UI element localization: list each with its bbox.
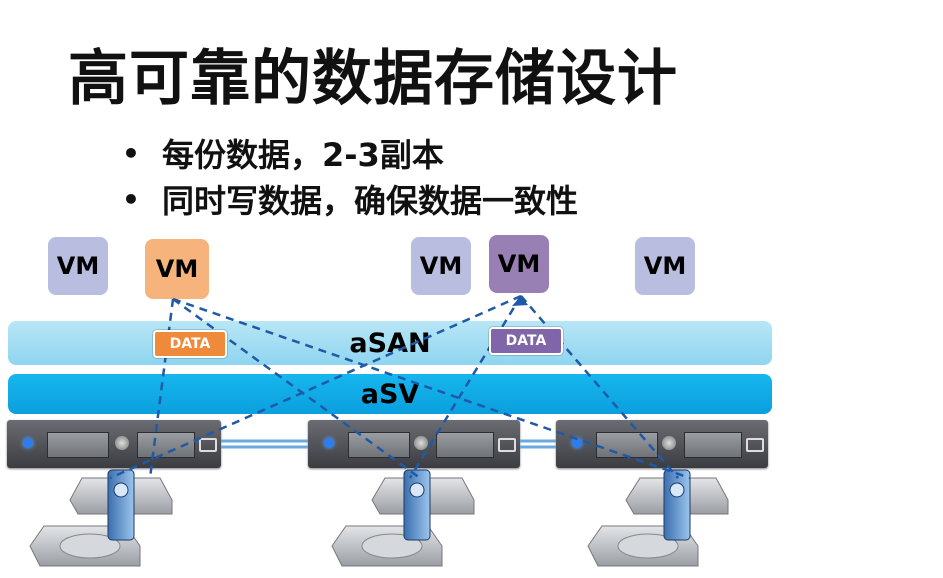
vm-box-1: VM	[48, 237, 108, 295]
power-led-icon	[324, 438, 334, 448]
vm-box-5: VM	[635, 237, 695, 295]
vm-box-3: VM	[411, 237, 471, 295]
port-icon	[498, 438, 516, 452]
port-icon	[746, 438, 764, 452]
page-title: 高可靠的数据存储设计	[68, 44, 678, 114]
bullet-symbol: •	[122, 136, 140, 170]
storage-stack-3	[587, 469, 729, 567]
storage-stack-2	[331, 469, 475, 567]
bullet-symbol: •	[122, 182, 140, 216]
ssd-icon	[107, 469, 135, 541]
disk-platter-icon	[617, 533, 679, 559]
ssd-icon	[403, 469, 431, 541]
drive-bay	[47, 432, 109, 458]
bullet-item-1: • 每份数据，2-3副本	[122, 130, 444, 176]
server-2	[308, 420, 520, 468]
vm-box-2-orange: VM	[145, 239, 209, 299]
power-led-icon	[23, 438, 33, 448]
drive-bay	[348, 432, 410, 458]
bullet-text-1: 每份数据，2-3副本	[162, 136, 444, 174]
drive-bay	[684, 432, 742, 458]
data-tag-orange: DATA	[153, 330, 227, 358]
arrow-head-icon	[512, 296, 528, 306]
drive-bay	[436, 432, 494, 458]
power-led-icon	[572, 438, 582, 448]
ssd-icon	[663, 469, 691, 541]
replica-write-paths	[109, 294, 691, 480]
asan-layer: aSAN	[8, 321, 772, 365]
knob-icon	[115, 436, 129, 450]
bullet-text-2: 同时写数据，确保数据一致性	[162, 182, 579, 220]
knob-icon	[414, 436, 428, 450]
vm-box-4-purple: VM	[489, 235, 549, 293]
port-icon	[199, 438, 217, 452]
disk-platter-icon	[59, 533, 121, 559]
bullet-item-2: • 同时写数据，确保数据一致性	[122, 176, 578, 222]
storage-stack-1	[29, 469, 173, 567]
knob-icon	[662, 436, 676, 450]
drive-bay	[596, 432, 658, 458]
asv-layer: aSV	[8, 374, 772, 414]
network-link-lines	[221, 439, 556, 449]
data-tag-purple: DATA	[489, 327, 563, 355]
